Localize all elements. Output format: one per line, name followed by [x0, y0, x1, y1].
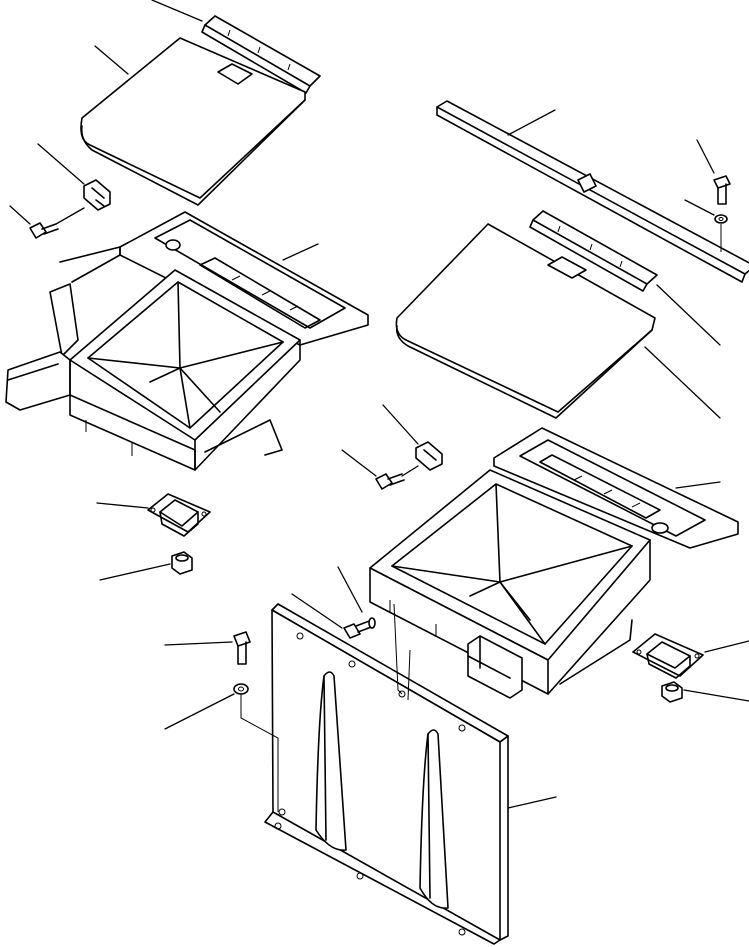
leader-base-panel [507, 796, 557, 809]
leader-lines [9, 0, 749, 809]
leader-lower-clip [382, 404, 419, 445]
leader-upper-clip [37, 143, 85, 185]
leader-upper-clip-screw-left [9, 205, 31, 225]
leader-upper-clip-screw-right [55, 207, 85, 225]
leader-lower-clip-screw-right [401, 465, 419, 477]
leader-panel-bolt [164, 641, 233, 646]
leader-lower-hinge-strip [656, 284, 721, 346]
upper-mount-nut [171, 551, 193, 575]
leader-trim-rail [507, 109, 556, 136]
lower-box-mount [632, 633, 704, 679]
leader-box-bolt-upper [337, 566, 363, 613]
assembly-guide-lines [240, 224, 722, 812]
leader-upper-nut [99, 563, 171, 581]
leader-rail-washer [684, 199, 715, 216]
leader-upper-hinge-strip [151, 0, 203, 22]
upper-clip-screw [29, 222, 59, 239]
base-panel [264, 603, 509, 945]
lower-lid [395, 223, 656, 419]
upper-lid-handle-recess [217, 63, 253, 85]
upper-box-mount [147, 493, 211, 537]
lower-storage-box [369, 427, 739, 699]
upper-lid [80, 37, 306, 206]
leader-panel-washer [164, 693, 235, 730]
upper-storage-box [5, 211, 369, 471]
leader-lower-nut [683, 689, 749, 702]
lower-lid-hinge-strip [529, 210, 658, 292]
panel-bolt [233, 631, 251, 665]
lower-clip-screw [375, 473, 405, 490]
leader-upper-lid [94, 45, 129, 75]
lower-lid-handle-recess [547, 256, 587, 279]
leader-lower-clip-screw-left [341, 449, 377, 477]
leader-rail-bolt [696, 139, 715, 174]
leader-upper-mount [96, 502, 149, 509]
panel-washer [233, 683, 249, 695]
lower-mount-nut [661, 681, 683, 703]
long-trim-rail [436, 100, 749, 283]
leader-lower-box [675, 481, 721, 489]
box-bolt [343, 617, 376, 639]
rail-bolt [713, 175, 731, 205]
leader-lower-mount [704, 640, 749, 653]
lower-clip [415, 441, 443, 471]
rail-washer [714, 214, 728, 224]
upper-clip [83, 179, 111, 211]
upper-lid-hinge-strip [201, 15, 321, 94]
leader-upper-box [282, 243, 319, 261]
leader-box-bolt-lower [291, 593, 343, 629]
leader-lower-lid [644, 346, 721, 419]
